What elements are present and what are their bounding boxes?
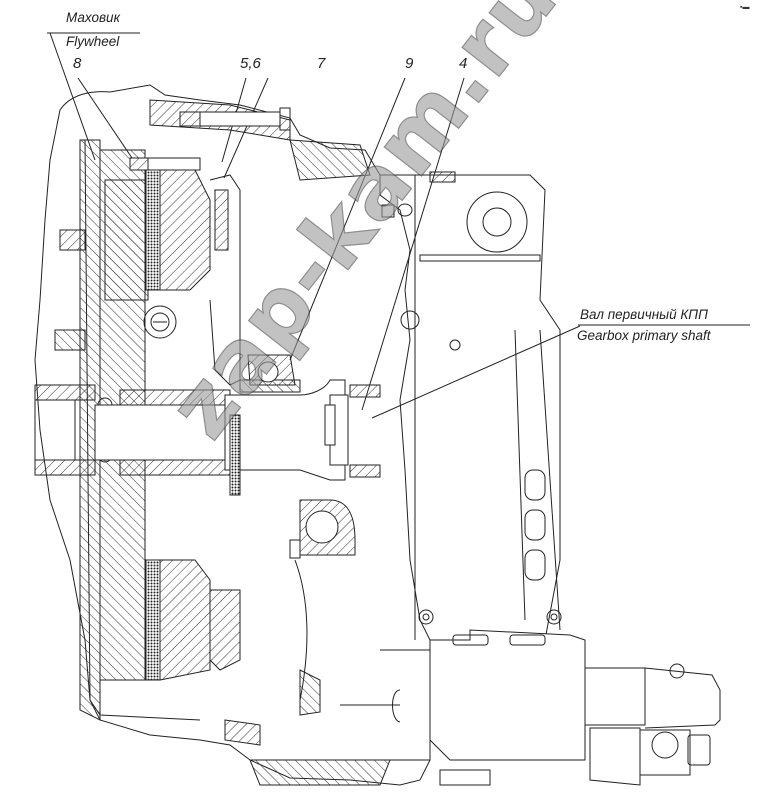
corner-mark: ▪▬ (740, 4, 750, 11)
damper-spring (144, 306, 176, 338)
shaft-label-ru: Вал первичный КПП (580, 307, 708, 322)
release-bearing (258, 362, 278, 382)
callout-9: 9 (405, 55, 414, 72)
gearbox-housing (380, 175, 560, 640)
shaft-label-en: Gearbox primary shaft (577, 328, 711, 343)
callout-5-6: 5,6 (240, 55, 261, 72)
pressure-plate (160, 170, 210, 290)
flywheel-label-ru: Маховик (66, 10, 120, 25)
input-gear (467, 192, 527, 252)
callout-8: 8 (73, 55, 82, 72)
flywheel-label-en: Flywheel (66, 34, 120, 49)
clutch-booster (430, 630, 585, 760)
callout-7: 7 (317, 55, 326, 72)
callout-4: 4 (459, 55, 468, 72)
